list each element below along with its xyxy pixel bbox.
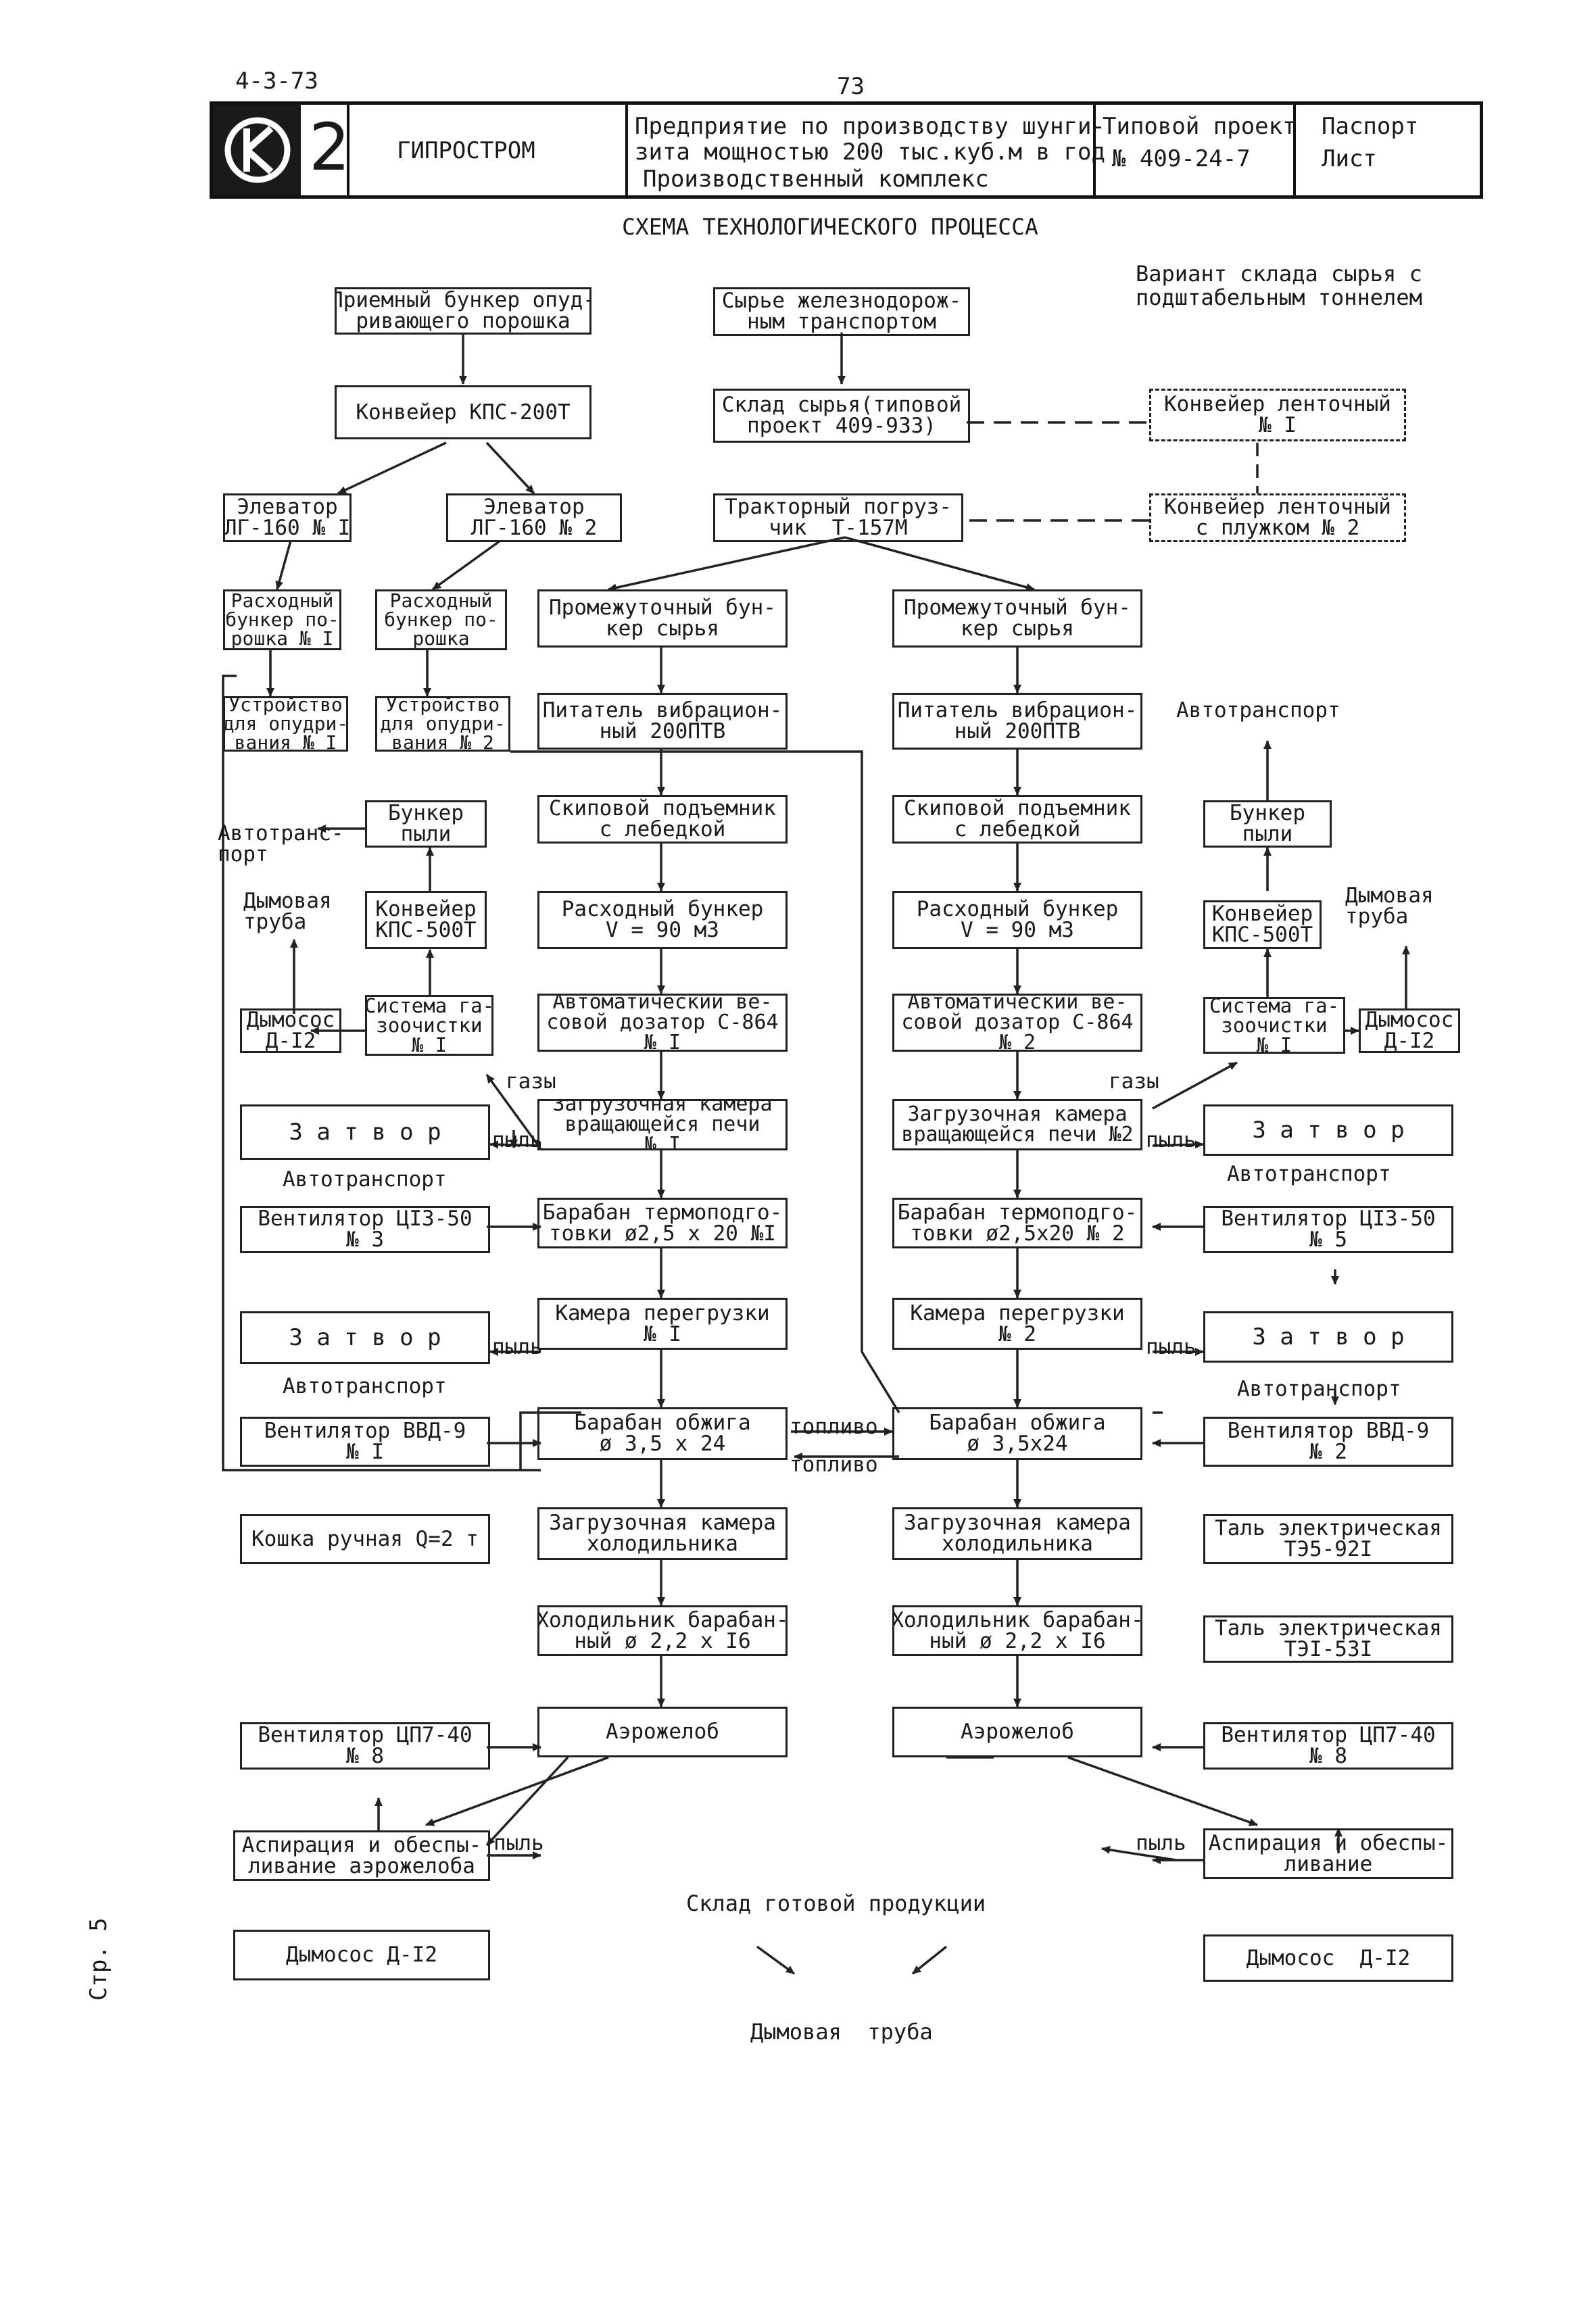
diagram-title: СХЕМА ТЕХНОЛОГИЧЕСКОГО ПРОЦЕССА xyxy=(622,214,1038,240)
skip-hoist-2: Скиповой подъемник с лебедкой xyxy=(892,795,1142,844)
label-gases-right: газы xyxy=(1109,1069,1159,1094)
belt-conveyor-1: Конвейер ленточный № I xyxy=(1149,389,1406,441)
electric-hoist-1: Таль электрическая ТЭ5-92I xyxy=(1203,1514,1453,1564)
label-fuel-1: топливо xyxy=(790,1415,878,1439)
title-block: 2 ГИПРОСТРОМ Предприятие по производству… xyxy=(210,101,1483,199)
label-finished-product-store: Склад готовой продукции xyxy=(686,1891,986,1916)
supply-hopper-2: Расходный бункер V = 90 м3 xyxy=(892,891,1142,949)
fan-vvd-9-left: Вентилятор ВВД-9 № I xyxy=(240,1417,490,1467)
gate-left-2: З а т в о р xyxy=(240,1311,490,1364)
intermediate-hopper-2: Промежуточный бун- кер сырья xyxy=(892,589,1142,648)
preheat-drum-2: Барабан термоподго- товки ø2,5х20 № 2 xyxy=(892,1198,1142,1248)
logo-emblem xyxy=(213,105,301,195)
series-number: 2 xyxy=(309,109,351,185)
firing-drum-1: Барабан обжига ø 3,5 х 24 xyxy=(537,1407,788,1460)
label-dust-left-1: пыль xyxy=(492,1128,543,1152)
smoke-exhauster-d12-right: Дымосос Д-I2 xyxy=(1203,1934,1453,1982)
cooler-charging-chamber-2: Загрузочная камера холодильника xyxy=(892,1507,1142,1560)
gate-right-1: З а т в о р xyxy=(1203,1104,1453,1156)
intermediate-hopper-1: Промежуточный бун- кер сырья xyxy=(537,589,788,648)
page-number: 73 xyxy=(837,73,865,100)
electric-hoist-2: Таль электрическая ТЭI-53I xyxy=(1203,1615,1453,1663)
project-title-line1: Предприятие по производству шунги- xyxy=(635,113,1105,140)
conveyor-kps-200t: Конвейер КПС-200Т xyxy=(335,385,591,439)
conveyor-kps-500t-left: Конвейер КПС-500Т xyxy=(365,891,487,949)
kiln-charging-chamber-2: Загрузочная камера вращающейся печи №2 xyxy=(892,1099,1142,1150)
firing-drum-2: Барабан обжига ø 3,5х24 xyxy=(892,1407,1142,1460)
label-motor-transport-left: Автотранс- порт xyxy=(218,821,344,867)
powder-hopper-1: Расходный бункер по- рошка № I xyxy=(223,589,341,650)
label-chimney-right: Дымовая труба xyxy=(1345,883,1434,929)
hand-trolley: Кошка ручная Q=2 т xyxy=(240,1514,490,1564)
gate-left-1: З а т в о р xyxy=(240,1104,490,1160)
fan-ts13-50-left: Вентилятор ЦI3-50 № 3 xyxy=(240,1206,490,1253)
cooler-charging-chamber-1: Загрузочная камера холодильника xyxy=(537,1507,788,1560)
org-name: ГИПРОСТРОМ xyxy=(397,137,535,164)
fan-ts13-50-right: Вентилятор ЦI3-50 № 5 xyxy=(1203,1206,1453,1253)
label-chimney-center: Дымовая труба xyxy=(750,2019,933,2045)
project-subtitle: Производственный комплекс xyxy=(643,166,989,193)
smoke-exhauster-left: Дымосос Д-I2 xyxy=(240,1008,341,1053)
dusting-device-1: Устройство для опудри- вания № I xyxy=(223,696,348,752)
label-motor-transport-left-3: Автотранспорт xyxy=(283,1374,447,1398)
air-slide-2: Аэрожелоб xyxy=(892,1707,1142,1757)
drum-cooler-1: Холодильник барабан- ный ø 2,2 х I6 xyxy=(537,1605,788,1656)
kiln-charging-chamber-1: Загрузочная камера вращающейся печи № I xyxy=(537,1099,788,1150)
aspiration-right: Аспирация и обеспы- ливание xyxy=(1203,1828,1453,1879)
sheet-code: 4-3-73 xyxy=(235,68,318,95)
smoke-exhauster-right: Дымосос Д-I2 xyxy=(1359,1008,1460,1053)
conveyor-kps-500t-right: Конвейер КПС-500Т xyxy=(1203,900,1322,949)
fan-vvd-9-right: Вентилятор ВВД-9 № 2 xyxy=(1203,1417,1453,1467)
fan-tsp7-40-right: Вентилятор ЦП7-40 № 8 xyxy=(1203,1722,1453,1770)
skip-hoist-1: Скиповой подъемник с лебедкой xyxy=(537,795,788,844)
label-motor-transport-right-2: Автотранспорт xyxy=(1227,1162,1391,1186)
elevator-1: Элеватор ЛГ-160 № I xyxy=(223,493,352,542)
receiving-hopper: Приемный бункер опуд- ривающего порошка xyxy=(335,287,591,335)
label-motor-transport-left-2: Автотранспорт xyxy=(283,1167,447,1192)
weigh-dosing-2: Автоматический ве- совой дозатор С-864 №… xyxy=(892,994,1142,1052)
sheet-label: Лист xyxy=(1322,145,1377,172)
label-fuel-2: топливо xyxy=(790,1453,878,1477)
air-slide-1: Аэрожелоб xyxy=(537,1707,788,1757)
label-motor-transport-right-3: Автотранспорт xyxy=(1237,1377,1401,1401)
label-gases-left: газы xyxy=(506,1069,556,1094)
raw-material-by-rail: Сырье железнодорож- ным транспортом xyxy=(713,287,970,336)
supply-hopper-1: Расходный бункер V = 90 м3 xyxy=(537,891,788,949)
project-number: № 409-24-7 xyxy=(1112,145,1251,172)
label-motor-transport-right: Автотранспорт xyxy=(1176,698,1340,723)
transfer-chamber-1: Камера перегрузки № I xyxy=(537,1298,788,1350)
label-dust-right-2: пыль xyxy=(1146,1335,1196,1359)
vibro-feeder-2: Питатель вибрацион- ный 200ПТВ xyxy=(892,693,1142,750)
project-title-line2: зита мощностью 200 тыс.куб.м в год xyxy=(635,139,1105,166)
label-chimney-left: Дымовая труба xyxy=(243,889,332,934)
weigh-dosing-1: Автоматический ве- совой дозатор С-864 №… xyxy=(537,994,788,1052)
drum-cooler-2: Холодильник барабан- ный ø 2,2 х I6 xyxy=(892,1605,1142,1656)
label-dust-right-1: пыль xyxy=(1146,1128,1196,1152)
transfer-chamber-2: Камера перегрузки № 2 xyxy=(892,1298,1142,1350)
elevator-2: Элеватор ЛГ-160 № 2 xyxy=(446,493,622,542)
label-dust-aspiration-right: пыль xyxy=(1136,1831,1186,1855)
raw-material-store: Склад сырья(типовой проект 409-933) xyxy=(713,389,970,443)
dust-bunker-right: Бункер пыли xyxy=(1203,800,1332,848)
logo-icon xyxy=(224,117,291,183)
dust-bunker-left: Бункер пыли xyxy=(365,800,487,848)
dusting-device-2: Устройство для опудри- вания № 2 xyxy=(375,696,510,752)
tractor-loader: Тракторный погруз- чик Т-157М xyxy=(713,493,963,542)
vibro-feeder-1: Питатель вибрацион- ный 200ПТВ xyxy=(537,693,788,750)
gate-right-2: З а т в о р xyxy=(1203,1311,1453,1363)
smoke-exhauster-d12-left: Дымосос Д-I2 xyxy=(233,1930,490,1980)
label-dust-aspiration-left: пыль xyxy=(493,1831,544,1855)
fan-tsp7-40-left: Вентилятор ЦП7-40 № 8 xyxy=(240,1722,490,1770)
aspiration-left: Аспирация и обеспы- ливание аэрожелоба xyxy=(233,1830,490,1881)
belt-conveyor-2: Конвейер ленточный с плужком № 2 xyxy=(1149,493,1406,542)
variant-note: Вариант склада сырья с подштабельным тон… xyxy=(1136,261,1422,311)
doc-type: Паспорт xyxy=(1322,113,1419,140)
gas-cleaning-left: Система га- зоочистки № I xyxy=(365,995,493,1056)
label-dust-left-2: пыль xyxy=(492,1335,543,1359)
gas-cleaning-right: Система га- зоочистки № I xyxy=(1203,997,1345,1054)
preheat-drum-1: Барабан термоподго- товки ø2,5 х 20 №I xyxy=(537,1198,788,1248)
project-type: Типовой проект xyxy=(1103,113,1297,140)
powder-hopper-2: Расходный бункер по- рошка xyxy=(375,589,507,650)
